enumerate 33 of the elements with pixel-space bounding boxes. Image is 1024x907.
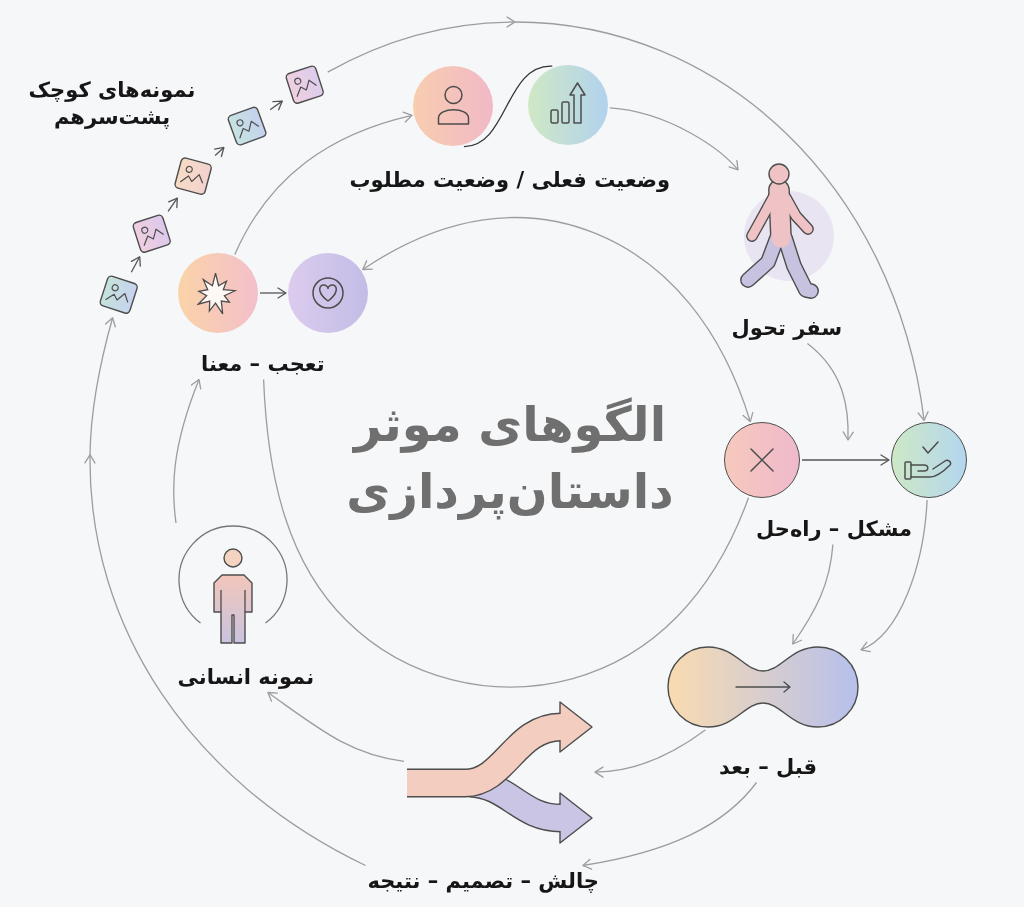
label: مشکل – راه‌حل	[756, 515, 912, 543]
standing-person-figure	[178, 525, 288, 645]
label: نمونه‌های کوچک پشت‌سرهم	[27, 76, 197, 131]
walking-person-figure	[740, 163, 834, 299]
arrow	[173, 378, 202, 524]
arrow	[84, 317, 367, 867]
label: سفر تحول	[731, 314, 843, 342]
arrow	[362, 217, 754, 423]
label: چالش – تصمیم – نتیجه	[367, 867, 599, 895]
branching-arrows	[406, 701, 593, 844]
arrow	[806, 342, 854, 441]
arrow	[860, 499, 928, 652]
arrow	[582, 781, 758, 870]
arrow	[267, 691, 405, 762]
arrow	[234, 111, 413, 256]
arrow	[269, 100, 283, 111]
connector-line	[262, 378, 750, 688]
arrow	[594, 729, 706, 778]
label: وضعیت فعلی / وضعیت مطلوب	[349, 166, 671, 194]
arrow	[792, 543, 834, 645]
connector-line	[463, 65, 553, 148]
label: تعجب – معنا	[201, 350, 325, 378]
arrow	[167, 197, 178, 212]
arrow	[609, 107, 739, 171]
arrow	[259, 287, 287, 299]
arrow	[130, 256, 141, 273]
arrow	[801, 454, 890, 466]
label: نمونه انسانی	[177, 663, 315, 691]
title: الگوهای موثر داستان‌پردازی	[345, 395, 675, 522]
arrow	[214, 146, 225, 158]
label: قبل – بعد	[719, 753, 818, 781]
arrow	[327, 16, 929, 421]
dumbbell-shape	[667, 646, 859, 728]
